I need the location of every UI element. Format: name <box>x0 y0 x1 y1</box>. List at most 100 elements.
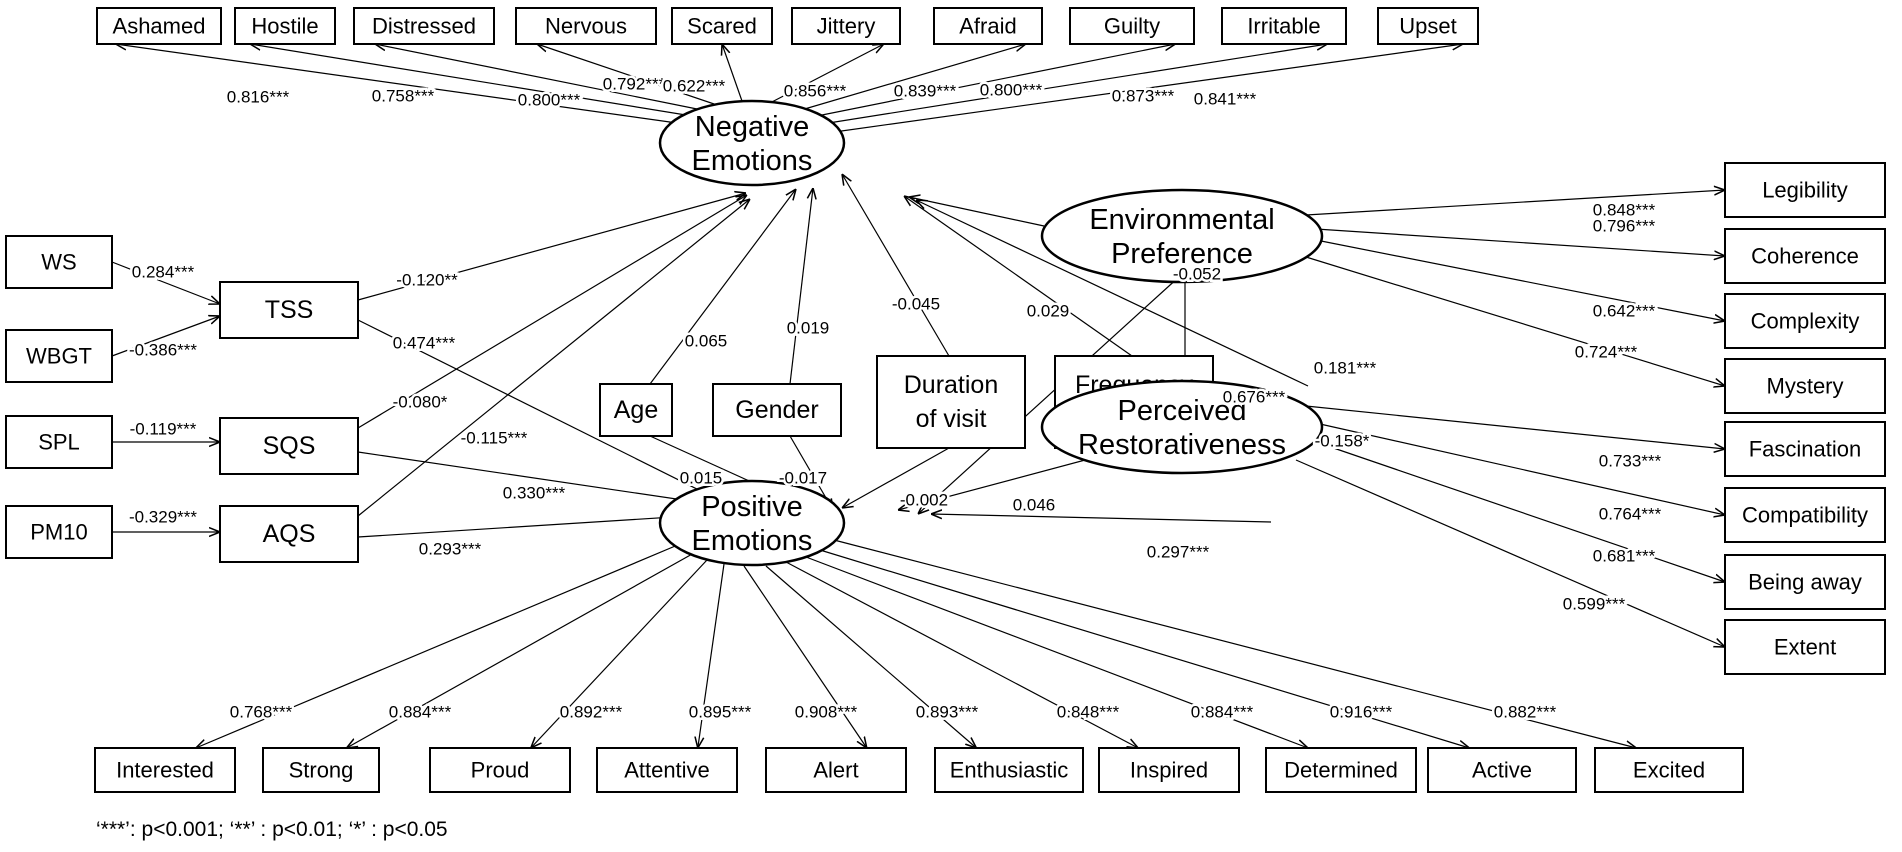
neg-loading-9: 0.841*** <box>1194 90 1257 109</box>
pos-loading-5: 0.893*** <box>916 703 979 722</box>
neg-indicator-4-label: Scared <box>687 14 757 39</box>
pm10-box-label: PM10 <box>30 520 87 545</box>
pos-loading-7: 0.884*** <box>1191 703 1254 722</box>
neg-loading-4: 0.622*** <box>663 77 726 96</box>
gender-box-label: Gender <box>735 396 818 424</box>
path-env-to-neg <box>909 197 1045 227</box>
res-indicator-2 <box>1724 554 1886 610</box>
neg-indicator-7-label: Guilty <box>1104 14 1160 39</box>
env-indicator-2-label: Complexity <box>1751 309 1860 334</box>
pos-loading-arrow-7 <box>805 556 1308 748</box>
spl-box <box>5 415 113 469</box>
pos-loading-arrow-0 <box>196 543 681 748</box>
pos-indicator-0 <box>94 747 236 793</box>
res-loading-arrow-0 <box>1305 405 1725 449</box>
env-loading-arrow-3 <box>1305 256 1725 386</box>
age-box-label: Age <box>614 396 658 424</box>
path-coef-res-pos: 0.297*** <box>1147 543 1210 562</box>
sqs-box <box>219 417 359 475</box>
path-coef-sqs-neg: -0.080* <box>393 393 448 412</box>
neg-indicator-5-label: Jittery <box>817 14 876 39</box>
path-ws-to-tss <box>111 261 220 304</box>
ws-box-label: WS <box>41 250 76 275</box>
res-indicator-3-label: Extent <box>1774 635 1836 660</box>
env-loading-arrow-0 <box>1305 190 1725 216</box>
path-coef-gender-neg: 0.019 <box>787 319 830 338</box>
neg-loading-arrow-8 <box>815 44 1327 126</box>
path-tss-to-pos <box>357 319 745 513</box>
res-indicator-3 <box>1724 619 1886 675</box>
res-loading-1: 0.764*** <box>1599 505 1662 524</box>
path-coef-duration-neg: -0.045 <box>892 295 940 314</box>
neg-loading-arrow-9 <box>819 44 1463 135</box>
pos-indicator-9-label: Excited <box>1633 758 1705 783</box>
neg-loading-7: 0.800*** <box>980 81 1043 100</box>
neg-loading-arrow-5 <box>767 44 884 105</box>
env-indicator-2 <box>1724 293 1886 349</box>
path-coef-ws-tss: 0.284*** <box>132 263 195 282</box>
res-indicator-0-label: Fascination <box>1749 437 1862 462</box>
positive-emotions-node-label-line1: Positive <box>701 491 803 523</box>
neg-indicator-0-label: Ashamed <box>113 14 206 39</box>
neg-indicator-3-label: Nervous <box>545 14 627 39</box>
environmental-preference-node-label-line2: Preference <box>1111 238 1253 270</box>
tss-box-label: TSS <box>265 296 314 324</box>
neg-indicator-8 <box>1221 7 1347 45</box>
path-coef-tss-pos: 0.474*** <box>393 334 456 353</box>
pos-indicator-2-label: Proud <box>471 758 530 783</box>
env-loading-arrow-2 <box>1315 239 1725 321</box>
path-coef-env-pos: 0.181*** <box>1314 359 1377 378</box>
pos-loading-arrow-2 <box>531 559 708 748</box>
res-loading-arrow-1 <box>1319 423 1725 515</box>
negative-emotions-node <box>658 99 846 187</box>
pos-loading-arrow-4 <box>743 565 867 748</box>
pos-loading-8: 0.916*** <box>1330 703 1393 722</box>
perceived-restorativeness-node-label-line1: Perceived <box>1118 395 1247 427</box>
neg-indicator-8-label: Irritable <box>1247 14 1320 39</box>
neg-loading-0: 0.816*** <box>227 88 290 107</box>
res-indicator-1-label: Compatibility <box>1742 503 1868 528</box>
path-wbgt-to-tss <box>111 316 220 357</box>
pos-indicator-5 <box>934 747 1084 793</box>
pos-indicator-2 <box>429 747 571 793</box>
env-loading-0: 0.848*** <box>1593 201 1656 220</box>
neg-indicator-2 <box>353 7 495 45</box>
pos-indicator-0-label: Interested <box>116 758 214 783</box>
significance-footnote: ‘***’: p<0.001; ‘**’ : p<0.01; ‘*’ : p<0… <box>96 818 448 841</box>
pos-loading-2: 0.892*** <box>560 703 623 722</box>
pos-indicator-7 <box>1265 747 1417 793</box>
spl-box-label: SPL <box>38 430 80 455</box>
neg-loading-arrow-1 <box>250 44 693 117</box>
age-box <box>599 383 673 437</box>
pos-loading-4: 0.908*** <box>795 703 858 722</box>
pos-loading-1: 0.884*** <box>389 703 452 722</box>
tss-box <box>219 281 359 339</box>
positive-emotions-node <box>658 479 846 567</box>
pos-indicator-8 <box>1427 747 1577 793</box>
env-indicator-1-label: Coherence <box>1751 244 1859 269</box>
path-coef-sqs-pos: 0.330*** <box>503 484 566 503</box>
path-coef-pm10-aqs: -0.329*** <box>129 508 197 527</box>
neg-indicator-9 <box>1377 7 1479 45</box>
neg-loading-arrow-4 <box>722 44 743 102</box>
neg-loading-1: 0.758*** <box>372 87 435 106</box>
pos-loading-arrow-1 <box>347 552 695 748</box>
neg-loading-arrow-0 <box>116 44 685 125</box>
path-sqs-to-neg <box>357 195 747 429</box>
env-loading-3: 0.724*** <box>1575 343 1638 362</box>
path-coef-frequency-neg: 0.029 <box>1027 302 1070 321</box>
positive-emotions-node-label-line2: Emotions <box>692 525 813 557</box>
sqs-box-label: SQS <box>263 432 316 460</box>
env-indicator-1 <box>1724 228 1886 284</box>
gender-box <box>712 383 842 437</box>
path-coef-gender-pos: -0.017 <box>779 469 827 488</box>
path-aqs-to-neg <box>357 199 750 517</box>
path-frequency-to-neg <box>904 196 1133 357</box>
path-coef-frequency-pos: 0.046 <box>1013 496 1056 515</box>
path-coef-res-neg: -0.158* <box>1315 432 1370 451</box>
neg-loading-arrow-3 <box>537 44 721 107</box>
path-duration-to-pos <box>842 447 950 508</box>
pos-loading-arrow-5 <box>765 565 976 748</box>
duration-box-label-line1: Duration <box>904 371 999 399</box>
